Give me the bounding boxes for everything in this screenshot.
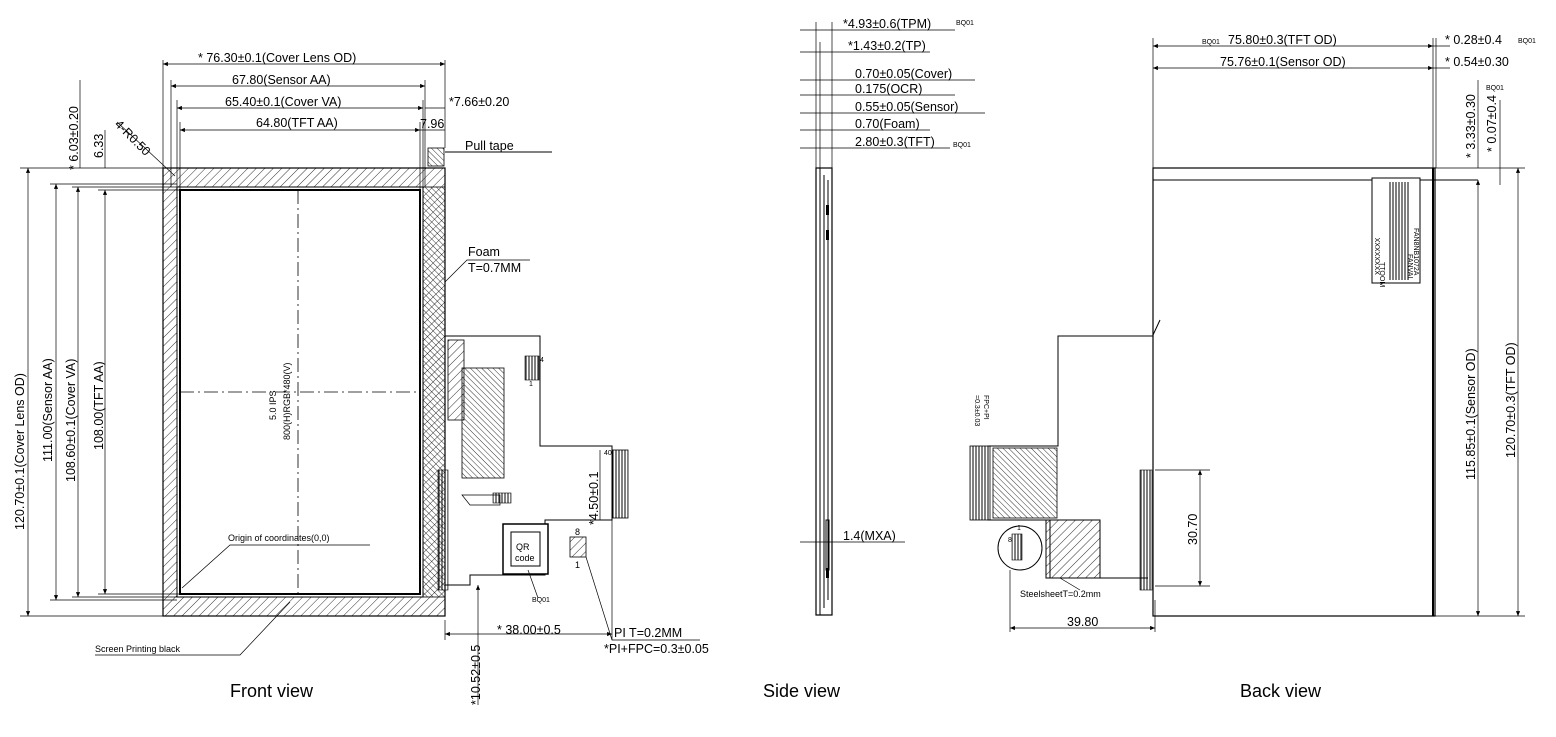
barcode bbox=[1388, 182, 1410, 280]
back-r028: * 0.28±0.4 bbox=[1445, 33, 1502, 47]
back-bq01-b: BQ01 bbox=[1518, 38, 1536, 45]
fpc-bottom-dim: *10.52±0.5 bbox=[469, 645, 483, 705]
back-sensor-od-width: 75.76±0.1(Sensor OD) bbox=[1220, 55, 1346, 69]
label-date: TTOOM bbox=[1378, 262, 1385, 287]
front-cover-od-width: * 76.30±0.1(Cover Lens OD) bbox=[198, 51, 356, 65]
back-v333: * 3.33±0.30 bbox=[1464, 94, 1478, 158]
front-top-633: 6.33 bbox=[92, 134, 106, 158]
front-sensor-aa-height: 111.00(Sensor AA) bbox=[41, 358, 55, 462]
pi-fpc-thickness: *PI+FPC=0.3±0.05 bbox=[604, 642, 709, 656]
qr-text: QR bbox=[516, 542, 530, 552]
fpc-pin1: 1 bbox=[529, 381, 533, 388]
pi-thickness: PI T=0.2MM bbox=[614, 626, 682, 640]
fpc-height-dim: *4.50±0.1 bbox=[587, 472, 601, 525]
front-tft-aa-width: 64.80(TFT AA) bbox=[256, 116, 338, 130]
front-view bbox=[20, 60, 700, 705]
label-code: FAN8NB1072A bbox=[1412, 228, 1419, 276]
side-tp: *1.43±0.2(TP) bbox=[848, 39, 926, 53]
fpc-ic bbox=[461, 367, 505, 479]
front-796: 7.96 bbox=[420, 117, 444, 131]
front-bq01: BQ01 bbox=[532, 597, 550, 604]
foam-label: Foam bbox=[468, 245, 500, 259]
label-brand: FANVAL bbox=[1406, 254, 1413, 280]
side-foam: 0.70(Foam) bbox=[855, 117, 920, 131]
screen-printing-label: Screen Printing black bbox=[95, 644, 181, 654]
side-bq01-a: BQ01 bbox=[956, 20, 974, 27]
pin1-label: 1 bbox=[575, 560, 580, 570]
back-sensor-od-height: 115.85±0.1(Sensor OD) bbox=[1464, 348, 1478, 480]
back-pin1: 1 bbox=[1017, 525, 1021, 532]
steel-sheet-label: SteelsheetT=0.2mm bbox=[1020, 589, 1101, 599]
fpc-connector bbox=[611, 449, 629, 519]
side-tft: 2.80±0.3(TFT) bbox=[855, 135, 935, 149]
back-view-title: Back view bbox=[1240, 681, 1322, 701]
pull-tape-label: Pull tape bbox=[465, 139, 514, 153]
back-bq01-c: BQ01 bbox=[1486, 85, 1504, 92]
side-mxa: 1.4(MXA) bbox=[843, 529, 896, 543]
front-cover-va-width: 65.40±0.1(Cover VA) bbox=[225, 95, 341, 109]
fpc-pin4: 4 bbox=[540, 357, 544, 364]
back-bq01-a: BQ01 bbox=[1202, 39, 1220, 46]
side-ocr: 0.175(OCR) bbox=[855, 82, 922, 96]
front-cover-va-height: 108.60±0.1(Cover VA) bbox=[64, 359, 78, 482]
front-top-offset: * 6.03±0.20 bbox=[67, 106, 81, 170]
front-right-offset: *7.66±0.20 bbox=[449, 95, 509, 109]
back-r054: * 0.54±0.30 bbox=[1445, 55, 1509, 69]
pi-stiffener bbox=[569, 536, 587, 558]
back-tft-od-height: 120.70±0.3(TFT OD) bbox=[1504, 342, 1518, 458]
corner-radius: 4-R0.50 bbox=[112, 117, 153, 158]
pin8-label: 8 bbox=[575, 527, 580, 537]
side-sensor: 0.55±0.05(Sensor) bbox=[855, 100, 958, 114]
front-tft-aa-height: 108.00(TFT AA) bbox=[92, 361, 106, 450]
front-view-title: Front view bbox=[230, 681, 314, 701]
fpc-outline bbox=[445, 335, 613, 586]
origin-label: Origin of coordinates(0,0) bbox=[228, 533, 330, 543]
side-tpm: *4.93±0.6(TPM) bbox=[843, 17, 931, 31]
back-3070: 30.70 bbox=[1186, 514, 1200, 545]
side-view bbox=[800, 22, 985, 616]
back-fpc-pi: FPC+PI bbox=[982, 395, 989, 420]
label-lot: XXXXXXXX bbox=[1375, 237, 1382, 275]
back-pin8: 8 bbox=[1008, 537, 1012, 544]
back-tft-od-width: 75.80±0.3(TFT OD) bbox=[1228, 33, 1337, 47]
side-cover: 0.70±0.05(Cover) bbox=[855, 67, 952, 81]
fpc-width-dim: * 38.00±0.5 bbox=[497, 623, 561, 637]
side-bq01-b: BQ01 bbox=[953, 142, 971, 149]
side-view-title: Side view bbox=[763, 681, 841, 701]
back-3980: 39.80 bbox=[1067, 615, 1098, 629]
back-view bbox=[969, 38, 1525, 632]
steel-sheet bbox=[1045, 519, 1101, 579]
front-sensor-aa-width: 67.80(Sensor AA) bbox=[232, 73, 331, 87]
fpc-pin40: 40 bbox=[604, 450, 612, 457]
back-v007: * 0.07±0.4 bbox=[1485, 95, 1499, 152]
back-fpc-pi-thickness: =0.3±0.03 bbox=[973, 395, 980, 426]
foam-thickness: T=0.7MM bbox=[468, 261, 521, 275]
panel-spec-line1: 5.0 IPS bbox=[268, 390, 278, 420]
panel-spec-line2: 800(H)RGB*480(V) bbox=[282, 362, 292, 440]
qr-code-text: code bbox=[515, 553, 535, 563]
pull-tape bbox=[427, 147, 445, 167]
front-cover-od-height: 120.70±0.1(Cover Lens OD) bbox=[13, 373, 27, 530]
back-fpc-ic bbox=[992, 447, 1058, 519]
